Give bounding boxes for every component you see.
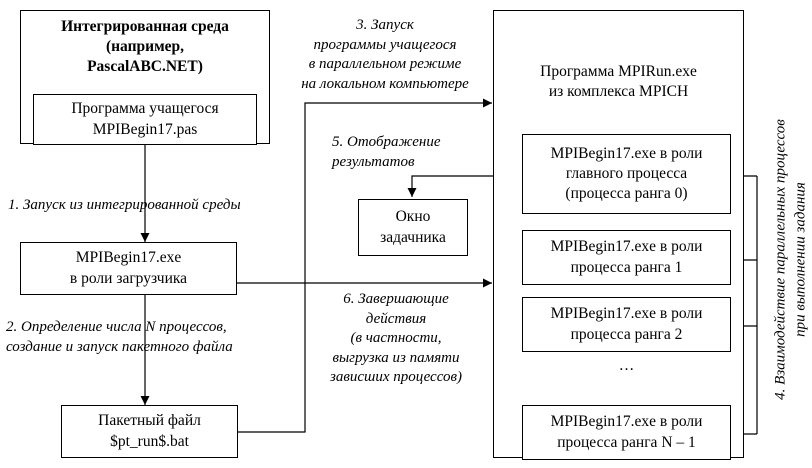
loader-line-2: в роли загрузчика	[69, 269, 188, 287]
step-5-line-1: 5. Отображение	[332, 134, 441, 150]
ide-title-line-3: PascalABC.NET)	[87, 58, 203, 76]
process-rank-0-line-2: главного процесса	[565, 164, 688, 182]
process-rank-1-line-1: MPIBegin17.exe в роли	[550, 238, 703, 256]
step-4-line-2: при выполнении задания	[792, 182, 808, 337]
step-4-note: 4. Взаимодействие параллельных процессов…	[772, 90, 811, 430]
process-ellipsis: …	[618, 357, 635, 374]
arrow-launch-parallel	[238, 98, 492, 433]
process-rank-1-box: MPIBegin17.exe в роли процесса ранга 1	[522, 230, 731, 285]
student-program-line-1: Программа учащегося	[71, 100, 219, 118]
loader-line-1: MPIBegin17.exe	[75, 249, 182, 267]
step-1-note: 1. Запуск из интегрированной среды	[8, 197, 241, 213]
task-window-line-2: задачника	[380, 228, 446, 246]
task-window-box: Окно задачника	[358, 199, 468, 256]
mpirun-title: Программа MPIRun.exe из комплекса MPICH	[493, 62, 744, 102]
step-3-line-2: программы учащегося	[313, 36, 457, 53]
batch-line-2: $pt_run$.bat	[110, 432, 189, 450]
mpirun-title-line-2: из комплекса MPICH	[548, 83, 689, 101]
process-rank-2-line-2: процесса ранга 2	[570, 325, 683, 343]
step-6-note: 6. Завершающие действия (в частности, вы…	[300, 290, 492, 388]
student-program-line-2: MPIBegin17.pas	[92, 120, 198, 138]
process-rank-0-line-3: (процесса ранга 0)	[565, 185, 688, 203]
step-3-note: 3. Запуск программы учащегося в параллел…	[280, 16, 490, 94]
step-6-line-3: (в частности,	[350, 330, 442, 346]
step-3-line-4: на локальном компьютере	[301, 75, 469, 92]
step-4-line-1: 4. Взаимодействие параллельных процессов	[772, 119, 789, 400]
process-rank-0-box: MPIBegin17.exe в роли главного процесса …	[522, 134, 731, 214]
process-rank-0-line-1: MPIBegin17.exe в роли	[550, 144, 703, 162]
step-5-note: 5. Отображение результатов	[332, 133, 441, 172]
step-2-line-2: создание и запуск пакетного файла	[6, 338, 233, 355]
step-6-line-4: выгрузка из памяти	[332, 349, 460, 366]
batch-line-1: Пакетный файл	[98, 412, 201, 430]
process-rank-2-line-1: MPIBegin17.exe в роли	[550, 305, 703, 323]
step-5-line-2: результатов	[332, 153, 415, 170]
task-window-line-1: Окно	[395, 208, 431, 226]
step-2-note: 2. Определение числа N процессов, создан…	[6, 318, 233, 357]
process-rank-n-line-2: процесса ранга N – 1	[557, 433, 696, 451]
loader-box: MPIBegin17.exe в роли загрузчика	[20, 242, 237, 295]
step-6-line-5: зависших процессов)	[329, 369, 463, 385]
ide-title-line-1: Интегрированная среда	[61, 18, 229, 35]
mpirun-title-line-1: Программа MPIRun.exe	[540, 63, 697, 80]
process-rank-1-line-2: процесса ранга 1	[570, 258, 683, 276]
student-program-box: Программа учащегося MPIBegin17.pas	[33, 94, 257, 145]
step-3-line-1: 3. Запуск	[356, 17, 414, 33]
step-2-line-1: 2. Определение числа N процессов,	[6, 319, 227, 335]
step-6-line-1: 6. Завершающие	[343, 291, 449, 307]
ide-title-line-2: (например,	[105, 38, 185, 56]
step-3-line-3: в параллельном режиме	[308, 56, 462, 72]
process-rank-2-box: MPIBegin17.exe в роли процесса ранга 2	[522, 297, 731, 352]
process-rank-n-box: MPIBegin17.exe в роли процесса ранга N –…	[522, 405, 731, 460]
batch-file-box: Пакетный файл $pt_run$.bat	[61, 405, 238, 458]
arrow-show-results	[407, 175, 522, 197]
step-6-line-2: действия	[365, 310, 427, 327]
process-rank-n-line-1: MPIBegin17.exe в роли	[550, 413, 703, 431]
